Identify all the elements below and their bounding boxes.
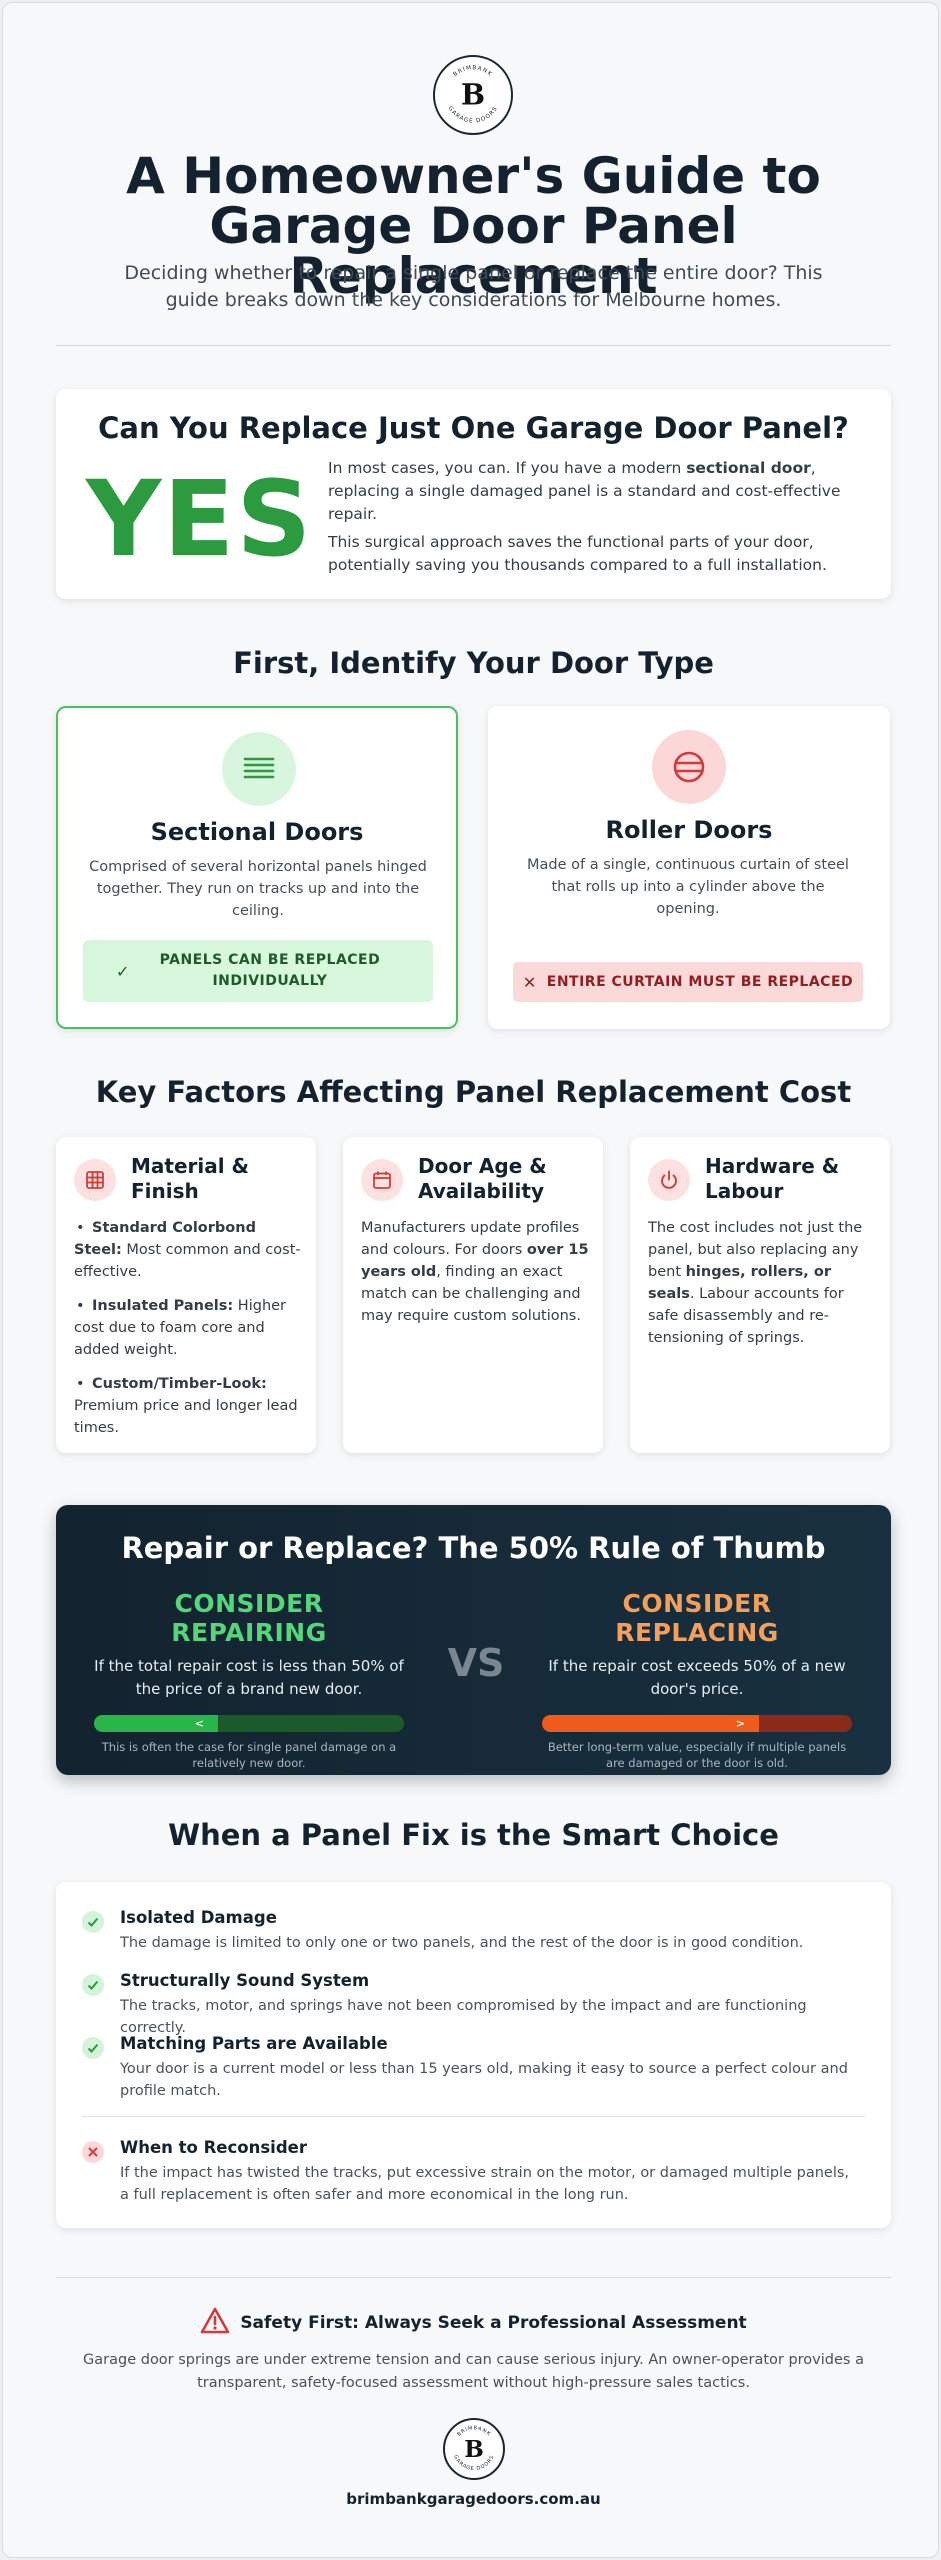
check-icon xyxy=(82,2037,104,2059)
svg-text:BRIMBANK: BRIMBANK xyxy=(453,65,494,78)
factor-title: Door Age & Availability xyxy=(418,1154,547,1203)
repair-bar-label: < 50% xyxy=(194,1717,204,1730)
power-icon xyxy=(648,1159,690,1201)
rule-title: Repair or Replace? The 50% Rule of Thumb xyxy=(121,1531,826,1565)
divider xyxy=(82,2116,865,2117)
website-link[interactable]: brimbankgaragedoors.com.au xyxy=(346,2490,601,2508)
list-item: Custom/Timber-Look: Premium price and lo… xyxy=(74,1373,304,1439)
roller-door-badge: ✕ENTIRE CURTAIN MUST BE REPLACED xyxy=(513,962,863,1002)
factor-card-hardware: Hardware & Labour The cost includes not … xyxy=(630,1137,890,1453)
sectional-door-card: Sectional Doors Comprised of several hor… xyxy=(56,706,458,1029)
item-title: When to Reconsider xyxy=(120,2138,307,2157)
roller-door-desc: Made of a single, continuous curtain of … xyxy=(527,857,849,917)
replace-bar-label: > 50% xyxy=(735,1717,745,1730)
roller-door-card: Roller Doors Made of a single, continuou… xyxy=(488,706,890,1029)
smart-choice-heading: When a Panel Fix is the Smart Choice xyxy=(168,1818,779,1852)
replace-note: Better long-term value, especially if mu… xyxy=(547,1740,847,1770)
factor-body: Standard Colorbond Steel: Most common an… xyxy=(74,1217,304,1451)
sectional-door-name: Sectional Doors xyxy=(150,818,364,846)
divider xyxy=(56,345,891,346)
sectional-door-icon xyxy=(222,732,296,806)
factor-body: The cost includes not just the panel, bu… xyxy=(648,1220,863,1346)
item-desc: The tracks, motor, and springs have not … xyxy=(120,1998,807,2036)
check-icon xyxy=(82,1911,104,1933)
roller-door-name: Roller Doors xyxy=(605,816,773,844)
repair-column: CONSIDER REPAIRING If the total repair c… xyxy=(94,1589,404,1771)
answer-yes: YES xyxy=(86,458,314,580)
safety-heading: Safety First: Always Seek a Professional… xyxy=(43,2307,904,2335)
repair-note: This is often the case for single panel … xyxy=(101,1740,397,1770)
rule-of-thumb-panel: Repair or Replace? The 50% Rule of Thumb… xyxy=(56,1505,891,1775)
answer-question: Can You Replace Just One Garage Door Pan… xyxy=(98,411,849,445)
item-desc: Your door is a current model or less tha… xyxy=(120,2061,848,2099)
list-item: Insulated Panels: Higher cost due to foa… xyxy=(74,1295,304,1361)
repair-heading: CONSIDER REPAIRING xyxy=(171,1589,327,1647)
check-icon: ✓ xyxy=(116,961,130,981)
answer-text: In most cases, you can. If you have a mo… xyxy=(328,459,841,574)
repair-desc: If the total repair cost is less than 50… xyxy=(94,1657,404,1698)
factor-title: Hardware & Labour xyxy=(705,1154,840,1203)
item-title: Matching Parts are Available xyxy=(120,2034,388,2053)
safety-text: Garage door springs are under extreme te… xyxy=(83,2352,864,2391)
sectional-door-desc: Comprised of several horizontal panels h… xyxy=(89,859,427,919)
cross-icon xyxy=(82,2141,104,2163)
cross-icon: ✕ xyxy=(522,972,537,992)
calendar-icon xyxy=(361,1159,403,1201)
repair-bar-fill xyxy=(94,1715,218,1732)
item-title: Isolated Damage xyxy=(120,1908,277,1927)
answer-card: Can You Replace Just One Garage Door Pan… xyxy=(56,389,891,599)
grid-icon xyxy=(74,1159,116,1201)
factors-heading: Key Factors Affecting Panel Replacement … xyxy=(95,1075,852,1109)
factor-title: Material & Finish xyxy=(131,1154,249,1203)
replace-heading: CONSIDER REPLACING xyxy=(615,1589,779,1647)
divider xyxy=(56,2277,891,2278)
replace-progress-bar: > 50% xyxy=(542,1715,852,1732)
list-item: Standard Colorbond Steel: Most common an… xyxy=(74,1217,304,1283)
svg-text:B: B xyxy=(461,78,485,112)
replace-desc: If the repair cost exceeds 50% of a new … xyxy=(548,1657,846,1698)
brand-logo-footer: BRIMBANK GARAGE DOORS B xyxy=(443,2418,505,2480)
factor-body: Manufacturers update profiles and colour… xyxy=(361,1220,589,1324)
item-desc: If the impact has twisted the tracks, pu… xyxy=(120,2165,850,2203)
warning-icon xyxy=(201,2307,230,2334)
replace-bar-fill xyxy=(542,1715,759,1732)
brand-logo: BRIMBANK GARAGE DOORS B xyxy=(433,55,513,135)
svg-text:B: B xyxy=(464,2436,484,2463)
door-types-heading: First, Identify Your Door Type xyxy=(233,646,714,680)
page-subtitle: Deciding whether to repair a single pane… xyxy=(124,262,823,311)
item-desc: The damage is limited to only one or two… xyxy=(120,1935,804,1951)
item-title: Structurally Sound System xyxy=(120,1971,370,1990)
sectional-door-badge: ✓PANELS CAN BE REPLACED INDIVIDUALLY xyxy=(83,940,433,1002)
factor-card-material: Material & Finish Standard Colorbond Ste… xyxy=(56,1137,316,1453)
replace-column: CONSIDER REPLACING If the repair cost ex… xyxy=(542,1589,852,1771)
smart-choice-card: Isolated Damage The damage is limited to… xyxy=(56,1882,891,2228)
roller-door-icon xyxy=(652,730,726,804)
page-title: A Homeowner's Guide to Garage Door Panel… xyxy=(126,147,821,305)
repair-progress-bar: < 50% xyxy=(94,1715,404,1732)
check-icon xyxy=(82,1974,104,1996)
factor-card-age: Door Age & Availability Manufacturers up… xyxy=(343,1137,603,1453)
vs-label: VS xyxy=(447,1641,505,1685)
